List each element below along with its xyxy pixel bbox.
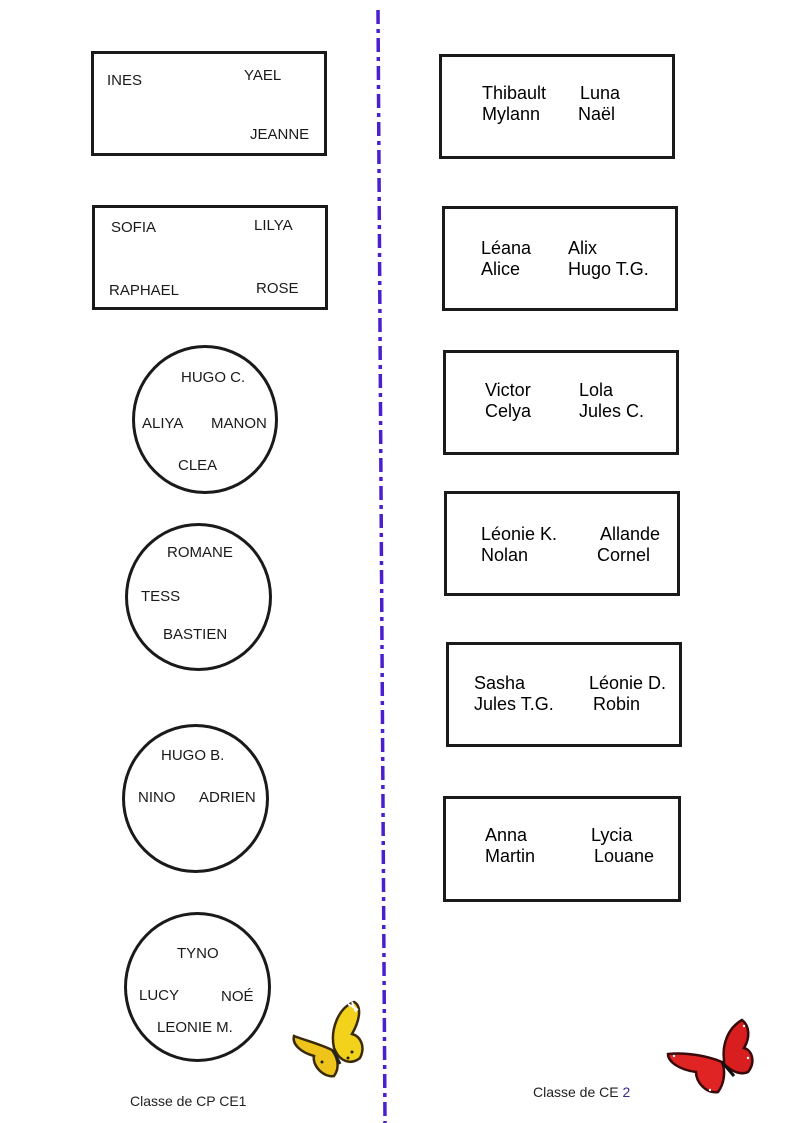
- table-group-ce2-4: Léonie K. Allande Nolan Cornel: [444, 491, 680, 596]
- student-name: SOFIA: [111, 219, 157, 236]
- student-name: Lola: [579, 380, 614, 400]
- student-name: Léonie D.: [589, 673, 667, 693]
- student-name: ROSE: [256, 280, 299, 297]
- student-name: Robin: [593, 694, 641, 714]
- student-name: Léana: [481, 238, 532, 258]
- class-caption-cp-ce1: Classe de CP CE1: [130, 1093, 247, 1109]
- student-name: CLEA: [178, 457, 218, 474]
- student-name: Allande: [600, 524, 661, 544]
- student-name: Luna: [580, 83, 621, 103]
- red-butterfly-icon: [666, 1018, 754, 1094]
- student-name: LILYA: [254, 217, 293, 234]
- student-name: Sasha: [474, 673, 526, 693]
- table-group-ce2-3: Victor Lola Celya Jules C.: [443, 350, 679, 455]
- student-name: Alice: [481, 259, 521, 279]
- student-name: Martin: [485, 846, 536, 866]
- student-name: LUCY: [139, 987, 180, 1004]
- student-name: RAPHAEL: [109, 282, 180, 299]
- student-name: ROMANE: [167, 544, 233, 561]
- round-table-group-5: HUGO B. NINO ADRIEN: [122, 724, 269, 873]
- student-name: ADRIEN: [199, 789, 256, 806]
- round-table-group-3: HUGO C. ALIYA MANON CLEA: [132, 345, 278, 494]
- student-name: TESS: [141, 588, 181, 605]
- round-table-group-4: ROMANE TESS BASTIEN: [125, 523, 272, 671]
- student-name: HUGO B.: [161, 747, 225, 764]
- yellow-butterfly-icon: [292, 1000, 364, 1078]
- student-name: Celya: [485, 401, 532, 421]
- student-name: JEANNE: [250, 126, 310, 143]
- class-caption-prefix: Classe de CE: [533, 1084, 619, 1100]
- student-name: Léonie K.: [481, 524, 558, 544]
- class-caption-number: 2: [622, 1084, 631, 1100]
- student-name: Jules T.G.: [474, 694, 554, 714]
- student-name: TYNO: [177, 945, 219, 962]
- student-name: Naël: [578, 104, 616, 124]
- student-name: Anna: [485, 825, 528, 845]
- class-caption-ce2: Classe de CE 2: [533, 1084, 630, 1100]
- student-name: Hugo T.G.: [568, 259, 649, 279]
- dash-dot-divider: [376, 10, 387, 1123]
- table-group-ce2-5: Sasha Léonie D. Jules T.G. Robin: [446, 642, 682, 747]
- table-group-ce2-1: Thibault Luna Mylann Naël: [439, 54, 675, 159]
- student-name: NINO: [138, 789, 176, 806]
- table-group-ce2-2: Léana Alix Alice Hugo T.G.: [442, 206, 678, 311]
- student-name: Victor: [485, 380, 531, 400]
- student-name: Cornel: [597, 545, 651, 565]
- student-name: YAEL: [244, 67, 282, 84]
- table-group-2: SOFIA LILYA RAPHAEL ROSE: [92, 205, 328, 310]
- student-name: Nolan: [481, 545, 529, 565]
- student-name: NOÉ: [221, 988, 254, 1005]
- student-name: Alix: [568, 238, 598, 258]
- student-name: MANON: [211, 415, 267, 432]
- student-name: Louane: [594, 846, 655, 866]
- student-name: INES: [107, 72, 143, 89]
- round-table-group-6: TYNO LUCY NOÉ LEONIE M.: [124, 912, 271, 1062]
- student-name: LEONIE M.: [157, 1019, 233, 1036]
- student-name: BASTIEN: [163, 626, 228, 643]
- student-name: Thibault: [482, 83, 547, 103]
- student-name: ALIYA: [142, 415, 184, 432]
- student-name: Jules C.: [579, 401, 645, 421]
- student-name: Mylann: [482, 104, 541, 124]
- student-name: Lycia: [591, 825, 633, 845]
- table-group-1: INES YAEL JEANNE: [91, 51, 327, 156]
- table-group-ce2-6: Anna Lycia Martin Louane: [443, 796, 681, 902]
- student-name: HUGO C.: [181, 369, 246, 386]
